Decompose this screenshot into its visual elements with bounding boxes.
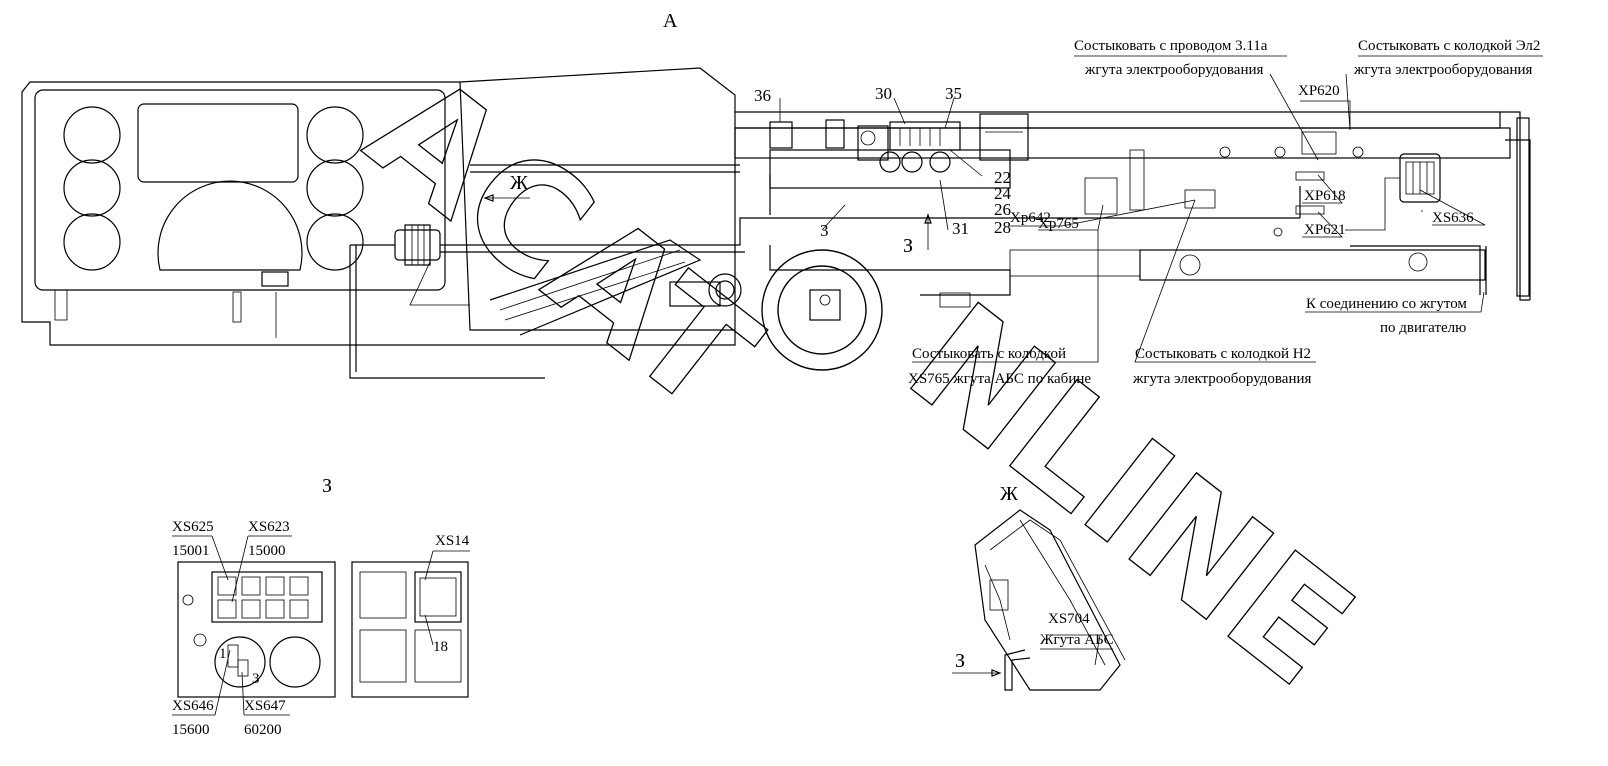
- frame-rail: [734, 111, 1531, 301]
- connector-xp620: XP620: [1298, 83, 1340, 99]
- connector-xp621: XP621: [1304, 222, 1346, 238]
- position-18: 18: [433, 639, 448, 655]
- connector-xs625: XS625: [172, 519, 214, 535]
- rail-components: [769, 113, 1441, 321]
- connector-xp618: XP618: [1304, 188, 1346, 204]
- view-zh-marker: Ж: [510, 172, 528, 194]
- view-z-marker: З: [903, 235, 913, 257]
- note-h2-line2: жгута электрооборудования: [1132, 371, 1312, 387]
- position-35: 35: [945, 84, 962, 103]
- top-view-labels: А Ж З 36 30 35 3 31 22 24 26 28 Состыков…: [510, 10, 1543, 387]
- detail-view-z: З XS625 15001 XS623 15000 1 3 XS646: [172, 475, 470, 738]
- marker-1: 1: [219, 646, 227, 662]
- note-wire-311a-line2: жгута электрооборудования: [1084, 62, 1264, 78]
- note-h2-line1: Состыковать с колодкой Н2: [1135, 346, 1311, 362]
- note-abs-harness: Жгута АБС: [1040, 632, 1114, 648]
- detail-z-title: З: [322, 475, 332, 497]
- position-22: 22: [994, 168, 1011, 187]
- detail-zh-title: Ж: [1000, 483, 1018, 505]
- detail-zh-z-marker: З: [955, 650, 965, 672]
- position-24: 24: [994, 184, 1012, 203]
- connector-xs704: XS704: [1048, 611, 1090, 627]
- circuit-15000: 15000: [248, 543, 286, 559]
- fuse-block: [217, 576, 309, 619]
- circuit-60200: 60200: [244, 722, 282, 738]
- position-28: 28: [994, 218, 1011, 237]
- note-engine-line2: по двигателю: [1380, 320, 1466, 336]
- connector-xs623: XS623: [248, 519, 290, 535]
- connector-xs14: XS14: [435, 533, 470, 549]
- position-36: 36: [754, 86, 771, 105]
- position-30: 30: [875, 84, 892, 103]
- note-el2-line1: Состыковать с колодкой Эл2: [1358, 38, 1540, 54]
- position-31: 31: [952, 219, 969, 238]
- instrument-panel: [21, 67, 742, 346]
- note-el2-line2: жгута электрооборудования: [1353, 62, 1533, 78]
- view-a-title: А: [663, 10, 678, 32]
- round-connector: [394, 224, 470, 306]
- circuit-15001: 15001: [172, 543, 210, 559]
- note-xs765-line1: Состыковать с колодкой: [912, 346, 1066, 362]
- note-xs765-line2: XS765 жгута АБС по кабине: [908, 371, 1091, 387]
- harness-wires: [349, 164, 1487, 379]
- callout-lines: [483, 73, 1486, 363]
- connector-xs646: XS646: [172, 698, 214, 714]
- note-engine-line1: К соединению со жгутом: [1306, 296, 1467, 312]
- connector-xs647: XS647: [244, 698, 286, 714]
- detail-view-zh: Ж XS704 Жгута АБС З: [952, 483, 1126, 691]
- circuit-15600: 15600: [172, 722, 210, 738]
- marker-3: 3: [252, 671, 260, 687]
- note-wire-311a-line1: Состыковать с проводом 3.11а: [1074, 38, 1268, 54]
- position-26: 26: [994, 200, 1011, 219]
- svg-text:NLINE: NLINE: [878, 271, 1383, 719]
- connector-xp765: Xp765: [1038, 216, 1079, 232]
- connector-xs636: XS636: [1432, 210, 1474, 226]
- connector-xp642: Xp642: [1010, 210, 1051, 226]
- position-3: 3: [820, 221, 829, 240]
